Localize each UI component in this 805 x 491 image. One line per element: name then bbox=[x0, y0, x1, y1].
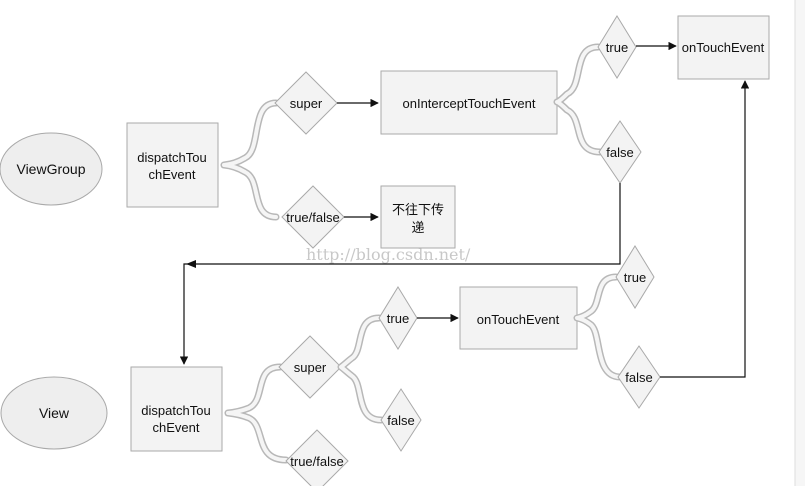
viewgroup-dispatch-brace bbox=[220, 99, 280, 221]
view-super-diamond bbox=[278, 335, 342, 399]
view-result-false-diamond bbox=[617, 345, 661, 409]
viewgroup-dispatch-line-2: chEvent bbox=[149, 167, 196, 182]
arrow-false-to-view-dispatch bbox=[179, 183, 621, 365]
view-ontouch-brace bbox=[573, 273, 624, 381]
view-dispatch-box bbox=[130, 366, 223, 452]
scrollbar-track[interactable] bbox=[795, 0, 805, 486]
viewgroup-dispatch-box bbox=[126, 122, 219, 208]
view-inner-true-diamond bbox=[378, 286, 418, 350]
view-dispatch-brace bbox=[224, 363, 290, 464]
viewgroup-dispatch-line-1: dispatchTou bbox=[137, 150, 206, 165]
view-result-true-diamond bbox=[615, 245, 655, 309]
view-inner-false-label: false bbox=[387, 413, 414, 428]
view-true-false-label: true/false bbox=[290, 454, 343, 469]
view-ontouch-box bbox=[459, 286, 578, 350]
view-dispatch-line-2: chEvent bbox=[153, 420, 200, 435]
viewgroup-true-false-label: true/false bbox=[286, 210, 339, 225]
no-pass-line-2: 递 bbox=[411, 220, 424, 235]
view-super-brace bbox=[337, 314, 385, 424]
viewgroup-super-diamond bbox=[274, 71, 338, 135]
intercept-false-label: false bbox=[606, 145, 633, 160]
arrow-head-left bbox=[186, 260, 196, 268]
view-result-true-label: true bbox=[624, 270, 646, 285]
intercept-box bbox=[380, 70, 558, 135]
view-inner-true-label: true bbox=[387, 311, 409, 326]
view-true-false-diamond bbox=[285, 429, 349, 491]
viewgroup-ellipse bbox=[0, 132, 103, 206]
viewgroup-ontouch-label: onTouchEvent bbox=[682, 40, 765, 55]
intercept-true-diamond bbox=[597, 15, 637, 79]
no-pass-line-1: 不往下传 bbox=[392, 202, 444, 217]
viewgroup-true-false-diamond bbox=[281, 185, 345, 249]
arrow-view-false-to-viewgroup-ontouch bbox=[660, 80, 750, 378]
viewgroup-label: ViewGroup bbox=[16, 161, 85, 177]
view-inner-false-diamond bbox=[380, 388, 422, 452]
view-result-false-label: false bbox=[625, 370, 652, 385]
view-label: View bbox=[39, 405, 70, 421]
viewgroup-ontouch-box bbox=[677, 15, 770, 80]
view-ellipse bbox=[0, 376, 108, 450]
no-pass-box bbox=[380, 185, 456, 249]
view-dispatch-line-1: dispatchTou bbox=[141, 403, 210, 418]
intercept-true-label: true bbox=[606, 40, 628, 55]
view-ontouch-label: onTouchEvent bbox=[477, 312, 560, 327]
watermark: http://blog.csdn.net/ bbox=[306, 245, 471, 264]
intercept-label: onInterceptTouchEvent bbox=[403, 96, 536, 111]
intercept-brace bbox=[553, 43, 604, 156]
view-super-label: super bbox=[294, 360, 327, 375]
viewgroup-super-label: super bbox=[290, 96, 323, 111]
